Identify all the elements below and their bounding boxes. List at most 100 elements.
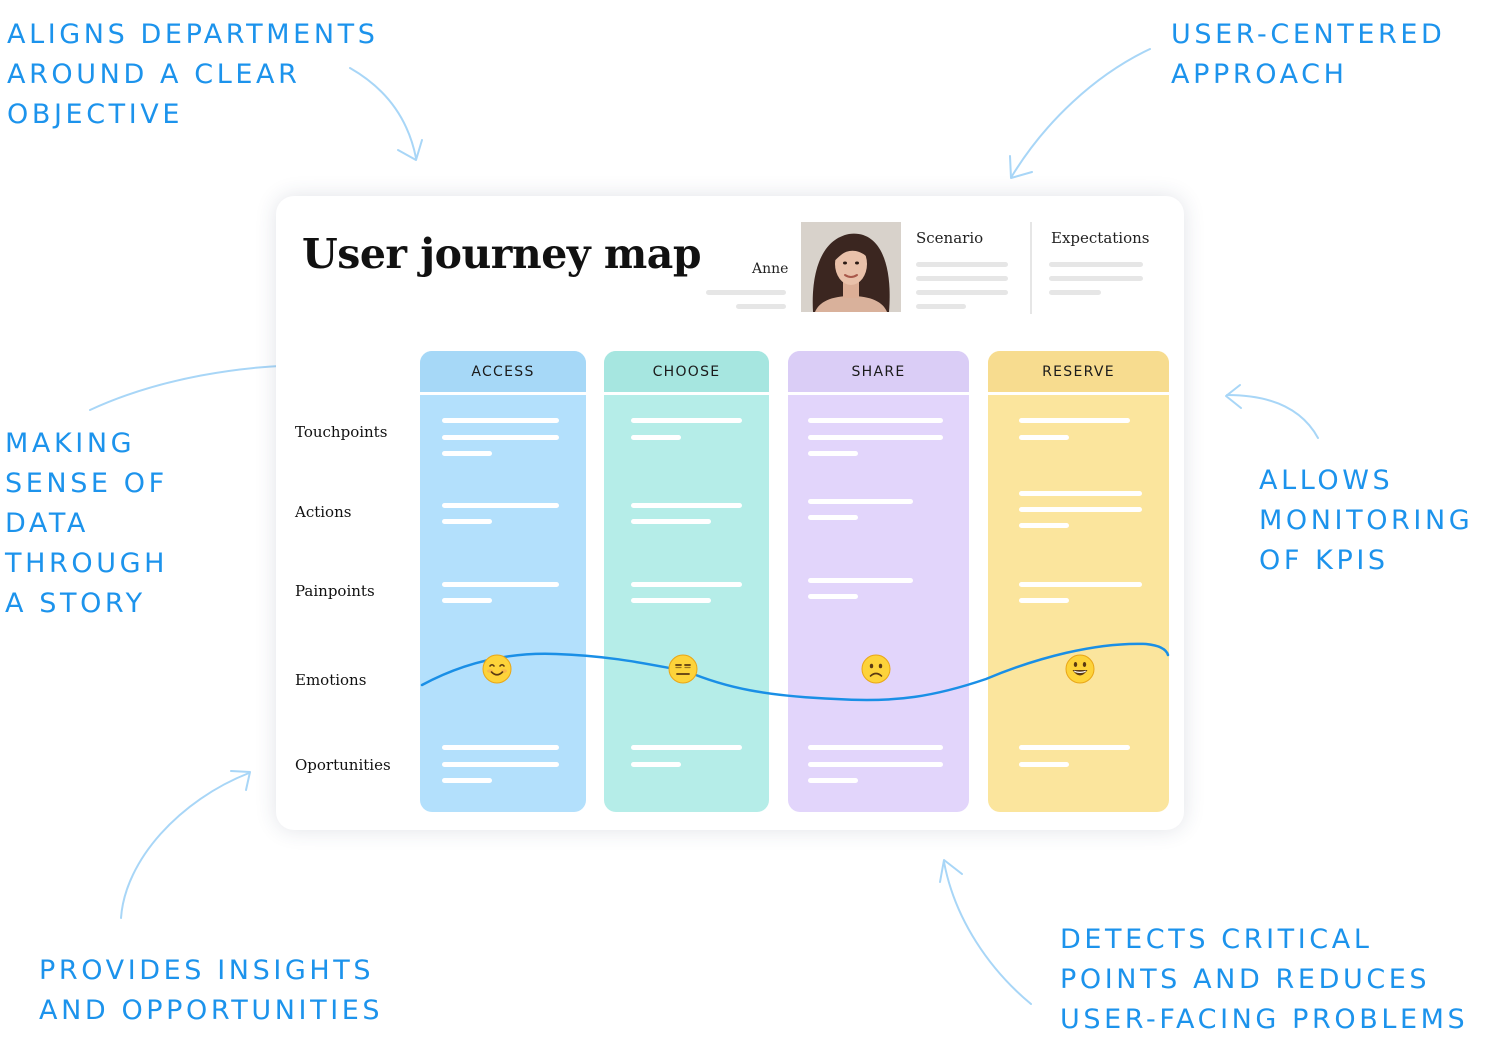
callout-line: THROUGH bbox=[5, 548, 168, 579]
placeholder-line bbox=[916, 290, 1008, 295]
placeholder-line bbox=[442, 745, 559, 750]
stage-column-choose: CHOOSE bbox=[604, 351, 769, 812]
placeholder-line bbox=[1019, 491, 1142, 496]
placeholder-line bbox=[442, 778, 492, 783]
placeholder-line bbox=[1049, 290, 1101, 295]
placeholder-line bbox=[442, 598, 492, 603]
placeholder-line bbox=[442, 762, 559, 767]
persona-avatar bbox=[801, 222, 901, 312]
callout-line: OBJECTIVE bbox=[7, 99, 184, 130]
callout-line: ALIGNS DEPARTMENTS bbox=[7, 19, 379, 50]
placeholder-line bbox=[916, 276, 1008, 281]
placeholder-line bbox=[631, 503, 742, 508]
callout-line: PROVIDES INSIGHTS bbox=[39, 955, 375, 986]
frowning-face-icon bbox=[861, 654, 891, 684]
callout-line: ALLOWS bbox=[1259, 465, 1394, 496]
placeholder-line bbox=[631, 418, 742, 423]
row-label-painpoints: Painpoints bbox=[295, 582, 375, 600]
callout-aligns-departments: ALIGNS DEPARTMENTS AROUND A CLEAR OBJECT… bbox=[7, 15, 378, 135]
callout-line: AROUND A CLEAR bbox=[7, 59, 301, 90]
callout-line: POINTS AND REDUCES bbox=[1060, 964, 1431, 995]
placeholder-line bbox=[442, 503, 559, 508]
row-label-actions: Actions bbox=[295, 503, 352, 521]
scenario-label: Scenario bbox=[916, 229, 984, 247]
placeholder-line bbox=[442, 519, 492, 524]
row-label-opportunities: Oportunities bbox=[295, 756, 391, 774]
placeholder-line bbox=[1019, 507, 1142, 512]
placeholder-line bbox=[706, 290, 786, 295]
placeholder-line bbox=[631, 519, 711, 524]
grinning-face-icon bbox=[1065, 654, 1095, 684]
arrow-mid-right-head bbox=[1225, 384, 1242, 409]
callout-line: DATA bbox=[5, 508, 89, 539]
placeholder-line bbox=[808, 418, 943, 423]
placeholder-line bbox=[808, 762, 943, 767]
placeholder-line bbox=[1019, 598, 1069, 603]
callout-insights: PROVIDES INSIGHTS AND OPPORTUNITIES bbox=[39, 951, 383, 1031]
placeholder-line bbox=[916, 304, 966, 309]
arrow-bottom-left-head bbox=[230, 770, 251, 791]
row-label-emotions: Emotions bbox=[295, 671, 367, 689]
stage-header: CHOOSE bbox=[604, 351, 769, 395]
arrow-mid-right bbox=[1226, 394, 1319, 439]
placeholder-line bbox=[1049, 276, 1143, 281]
persona-name: Anne bbox=[752, 261, 789, 277]
header-divider bbox=[1030, 222, 1032, 314]
placeholder-line bbox=[631, 745, 742, 750]
callout-user-centered: USER-CENTERED APPROACH bbox=[1171, 15, 1445, 95]
placeholder-line bbox=[631, 598, 711, 603]
placeholder-line bbox=[442, 418, 559, 423]
callout-line: SENSE OF bbox=[5, 468, 168, 499]
callout-line: A STORY bbox=[5, 588, 146, 619]
placeholder-line bbox=[442, 435, 559, 440]
arrow-top-right-head bbox=[1009, 155, 1033, 179]
placeholder-line bbox=[808, 499, 913, 504]
placeholder-line bbox=[808, 594, 858, 599]
callout-line: USER-CENTERED bbox=[1171, 19, 1446, 50]
expressionless-face-icon bbox=[668, 654, 698, 684]
callout-line: DETECTS CRITICAL bbox=[1060, 924, 1373, 955]
arrow-bottom-left bbox=[120, 772, 250, 919]
callout-critical-points: DETECTS CRITICAL POINTS AND REDUCES USER… bbox=[1060, 920, 1468, 1040]
callout-line: MAKING bbox=[5, 428, 136, 459]
placeholder-line bbox=[1019, 745, 1130, 750]
arrow-top-left bbox=[349, 67, 417, 159]
row-label-touchpoints: Touchpoints bbox=[295, 423, 388, 441]
placeholder-line bbox=[808, 778, 858, 783]
placeholder-line bbox=[808, 515, 858, 520]
map-title: User journey map bbox=[302, 230, 702, 278]
placeholder-line bbox=[442, 582, 559, 587]
journey-map-card: User journey map Anne Scenario Expectati… bbox=[276, 196, 1184, 830]
smiling-face-icon bbox=[482, 654, 512, 684]
callout-monitoring-kpis: ALLOWS MONITORING OF KPIS bbox=[1259, 461, 1473, 581]
arrow-bottom-right bbox=[943, 861, 1032, 1005]
stage-column-reserve: RESERVE bbox=[988, 351, 1169, 812]
callout-line: APPROACH bbox=[1171, 59, 1348, 90]
stage-header: SHARE bbox=[788, 351, 969, 395]
placeholder-line bbox=[442, 451, 492, 456]
expectations-label: Expectations bbox=[1051, 229, 1150, 247]
placeholder-line bbox=[736, 304, 786, 309]
placeholder-line bbox=[808, 451, 858, 456]
stage-column-access: ACCESS bbox=[420, 351, 586, 812]
placeholder-line bbox=[631, 582, 742, 587]
callout-line: MONITORING bbox=[1259, 505, 1474, 536]
placeholder-line bbox=[631, 762, 681, 767]
placeholder-line bbox=[808, 745, 943, 750]
placeholder-line bbox=[1019, 418, 1130, 423]
stage-column-share: SHARE bbox=[788, 351, 969, 812]
callout-line: AND OPPORTUNITIES bbox=[39, 995, 384, 1026]
placeholder-line bbox=[1019, 523, 1069, 528]
callout-line: OF KPIS bbox=[1259, 545, 1389, 576]
stage-header: RESERVE bbox=[988, 351, 1169, 395]
placeholder-line bbox=[916, 262, 1008, 267]
arrow-bottom-right-head bbox=[939, 859, 963, 883]
arrow-top-right bbox=[1011, 48, 1151, 177]
placeholder-line bbox=[631, 435, 681, 440]
stage-header: ACCESS bbox=[420, 351, 586, 395]
placeholder-line bbox=[1019, 582, 1142, 587]
callout-making-sense: MAKING SENSE OF DATA THROUGH A STORY bbox=[5, 424, 168, 624]
placeholder-line bbox=[1049, 262, 1143, 267]
placeholder-line bbox=[1019, 435, 1069, 440]
arrow-top-left-head bbox=[397, 139, 423, 161]
